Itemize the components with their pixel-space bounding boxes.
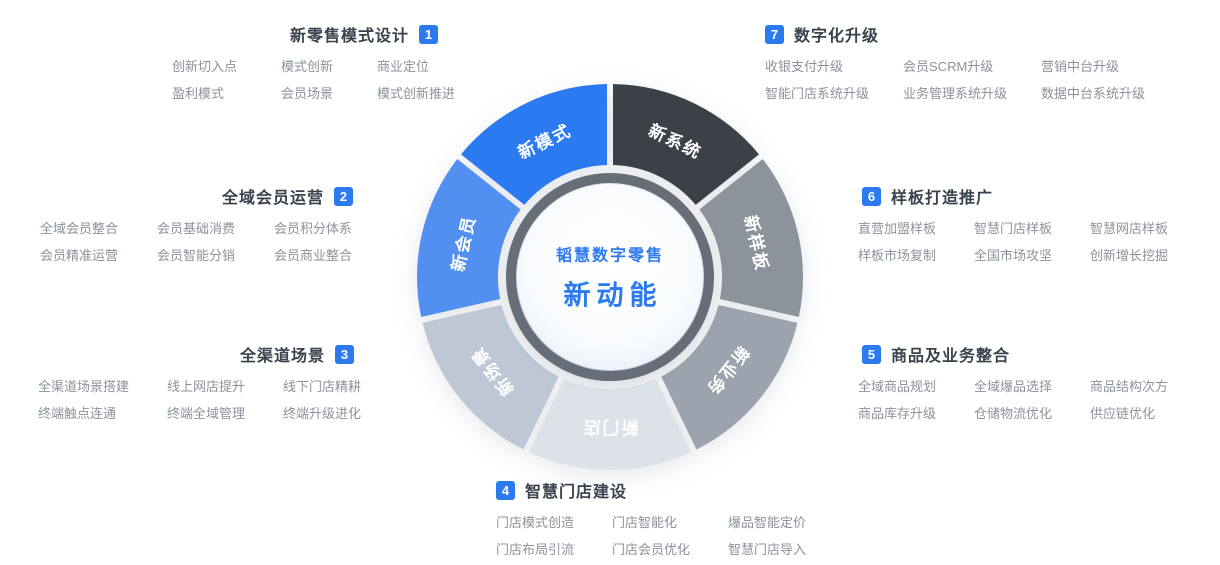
section-item: 智慧门店样板 <box>974 221 1053 236</box>
section-number-badge: 2 <box>334 186 354 206</box>
section-item: 盈利模式 <box>172 86 225 101</box>
section-item: 终端全域管理 <box>167 406 246 421</box>
section-item: 全国市场攻坚 <box>974 248 1053 263</box>
section-item: 门店智能化 <box>612 515 678 530</box>
section-item: 门店模式创造 <box>496 515 575 530</box>
section-items: 全渠道场景搭建 线上网店提升 线下门店精耕终端触点连通 终端全域管理 终端升级进化 <box>38 378 361 423</box>
section-title: 新零售模式设计 <box>290 28 410 45</box>
section-item: 营销中台升级 <box>1041 59 1120 74</box>
section-item: 商品库存升级 <box>858 406 937 421</box>
section-number-badge: 7 <box>765 24 784 44</box>
section-item: 样板市场复制 <box>858 248 937 263</box>
section-number-badge: 6 <box>862 186 881 206</box>
section-item: 会员精准运营 <box>40 248 119 263</box>
section-item: 全域商品规划 <box>858 379 937 394</box>
section-item: 模式创新 <box>281 59 334 74</box>
section-member-operation: 2 全域会员运营 全域会员整合 会员基础消费 会员积分体系会员精准运营 会员智能分销 会… <box>40 186 354 265</box>
section-item: 直营加盟样板 <box>858 221 937 236</box>
center-subtitle: 新动能 <box>563 280 663 311</box>
section-header: 6 样板打造推广 <box>862 186 1168 207</box>
section-item: 商品结构次方 <box>1090 379 1169 394</box>
section-item: 智慧网店样板 <box>1090 221 1169 236</box>
section-title: 全渠道场景 <box>240 348 326 365</box>
section-header: 3 全渠道场景 <box>240 344 361 365</box>
section-item: 全域爆品选择 <box>974 379 1053 394</box>
section-item: 商业定位 <box>377 59 430 74</box>
wheel-segment <box>528 379 692 471</box>
section-header: 4 智慧门店建设 <box>496 480 806 501</box>
section-item: 门店布局引流 <box>496 542 575 557</box>
section-digital-upgrade: 7 数字化升级 收银支付升级 会员SCRM升级 营销中台升级智能门店系统升级 业务管理… <box>765 24 1145 103</box>
center-title: 韬慧数字零售 <box>555 247 664 265</box>
section-header: 7 数字化升级 <box>765 24 1145 45</box>
section-item: 全域会员整合 <box>40 221 119 236</box>
section-omnichannel-scene: 3 全渠道场景 全渠道场景搭建 线上网店提升 线下门店精耕终端触点连通 终端全域管理 终… <box>38 344 361 423</box>
wheel-segment <box>613 84 759 205</box>
center-circle <box>517 184 703 370</box>
section-item: 智能门店系统升级 <box>765 86 870 101</box>
section-item: 爆品智能定价 <box>728 515 807 530</box>
section-smart-store: 4 智慧门店建设 门店模式创造 门店智能化 爆品智能定价门店布局引流 门店会员优化 智慧… <box>496 480 806 559</box>
section-header: 2 全域会员运营 <box>222 186 354 207</box>
section-item: 创新增长挖掘 <box>1090 248 1169 263</box>
section-title: 数字化升级 <box>794 28 880 45</box>
section-number-badge: 5 <box>862 344 881 364</box>
section-item: 模式创新推进 <box>377 86 456 101</box>
wheel-segment <box>661 304 798 450</box>
wheel-segment <box>416 159 521 318</box>
section-item: 会员智能分销 <box>157 248 236 263</box>
section-number-badge: 1 <box>419 24 439 44</box>
section-item: 会员场景 <box>281 86 334 101</box>
section-new-retail-model-design: 1 新零售模式设计 创新切入点 模式创新 商业定位盈利模式 会员场景 模式创新推进 <box>172 24 455 103</box>
section-number-badge: 3 <box>335 344 355 364</box>
section-item: 会员基础消费 <box>157 221 236 236</box>
section-item: 门店会员优化 <box>612 542 691 557</box>
section-item: 智慧门店导入 <box>728 542 807 557</box>
section-items: 创新切入点 模式创新 商业定位盈利模式 会员场景 模式创新推进 <box>172 58 455 103</box>
section-item: 会员商业整合 <box>274 248 353 263</box>
section-template-promotion: 6 样板打造推广 直营加盟样板 智慧门店样板 智慧网店样板样板市场复制 全国市场攻坚 创… <box>858 186 1168 265</box>
section-item: 线上网店提升 <box>167 379 246 394</box>
section-title: 商品及业务整合 <box>891 348 1011 365</box>
wheel-svg <box>416 84 804 471</box>
wheel-segment <box>422 304 559 450</box>
section-item: 会员积分体系 <box>274 221 353 236</box>
section-title: 智慧门店建设 <box>525 484 628 501</box>
wheel-segment <box>699 159 804 318</box>
section-items: 门店模式创造 门店智能化 爆品智能定价门店布局引流 门店会员优化 智慧门店导入 <box>496 514 806 559</box>
section-item: 业务管理系统升级 <box>903 86 1008 101</box>
wheel-segment <box>461 84 607 205</box>
section-item: 终端触点连通 <box>38 406 117 421</box>
section-items: 直营加盟样板 智慧门店样板 智慧网店样板样板市场复制 全国市场攻坚 创新增长挖掘 <box>858 220 1168 265</box>
inner-ring <box>506 173 714 381</box>
section-item: 供应链优化 <box>1090 406 1156 421</box>
section-title: 样板打造推广 <box>891 190 994 207</box>
section-items: 全域商品规划 全域爆品选择 商品结构次方商品库存升级 仓储物流优化 供应链优化 <box>858 378 1168 423</box>
section-item: 创新切入点 <box>172 59 238 74</box>
section-item: 收银支付升级 <box>765 59 844 74</box>
section-item: 数据中台系统升级 <box>1041 86 1146 101</box>
section-product-business-integration: 5 商品及业务整合 全域商品规划 全域爆品选择 商品结构次方商品库存升级 仓储物流优化… <box>858 344 1168 423</box>
section-item: 仓储物流优化 <box>974 406 1053 421</box>
section-title: 全域会员运营 <box>222 190 325 207</box>
section-item: 线下门店精耕 <box>283 379 362 394</box>
section-header: 1 新零售模式设计 <box>290 24 455 45</box>
section-item: 会员SCRM升级 <box>903 59 994 74</box>
section-item: 全渠道场景搭建 <box>38 379 130 394</box>
momentum-wheel: 新系统新样板新业务新门店新场景新会员新模式 韬慧数字零售 新动能 <box>395 62 825 492</box>
wheel-center-label: 韬慧数字零售 新动能 <box>500 242 720 313</box>
section-header: 5 商品及业务整合 <box>862 344 1168 365</box>
section-items: 全域会员整合 会员基础消费 会员积分体系会员精准运营 会员智能分销 会员商业整合 <box>40 220 353 265</box>
section-item: 终端升级进化 <box>283 406 362 421</box>
section-items: 收银支付升级 会员SCRM升级 营销中台升级智能门店系统升级 业务管理系统升级 数据中台… <box>765 58 1145 103</box>
section-number-badge: 4 <box>496 480 515 500</box>
